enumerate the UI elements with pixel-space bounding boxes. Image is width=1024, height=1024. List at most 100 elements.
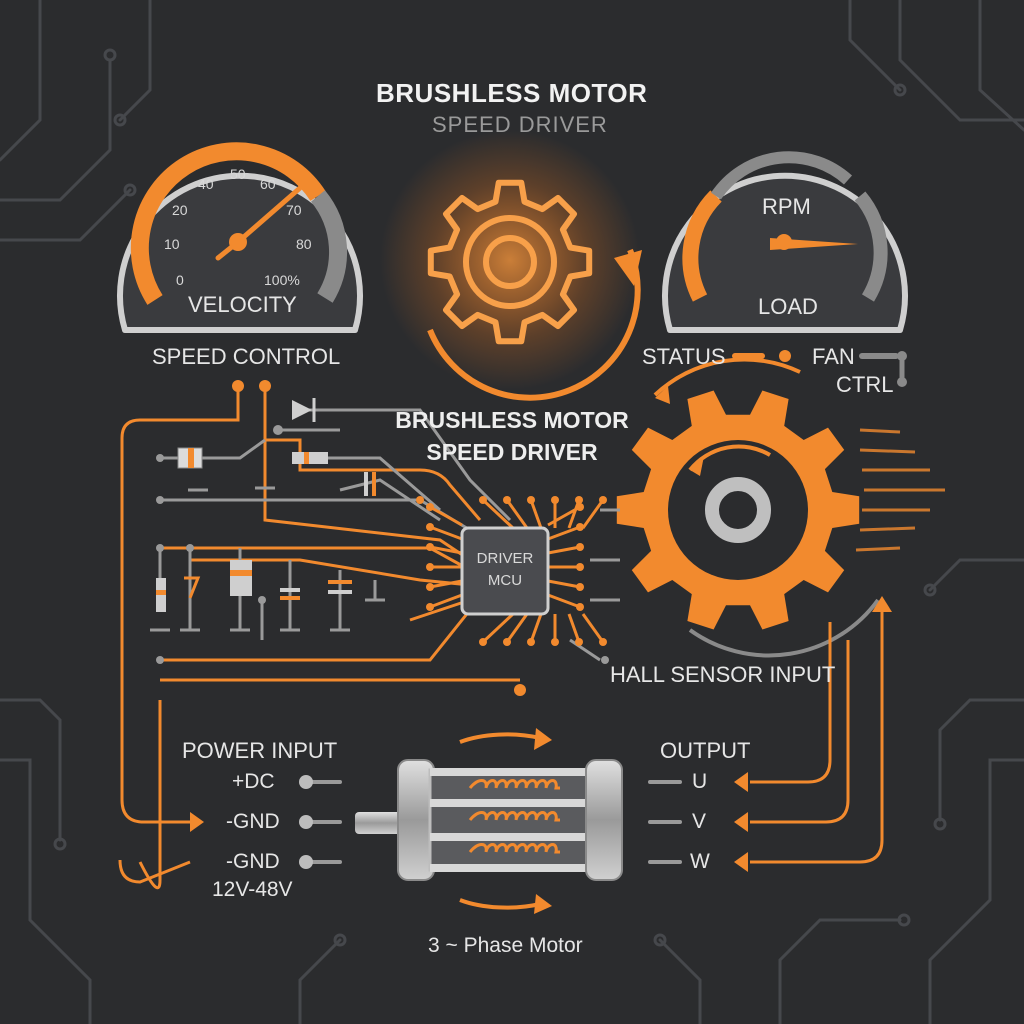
motor-gear-icon: [616, 357, 945, 658]
mcu-pin-pad: [576, 523, 584, 531]
power-pin-label: +DC: [232, 770, 275, 793]
status-indicators: [732, 350, 907, 387]
mcu-pin: [505, 613, 529, 643]
mcu-pin-pad: [426, 543, 434, 551]
needle-hub: [229, 233, 247, 251]
output-phase-label: W: [690, 850, 710, 873]
mcu-pin: [429, 579, 463, 589]
power-pin-label: -GND: [226, 850, 280, 873]
speed-control-label: SPEED CONTROL: [152, 344, 341, 369]
mcu-pin-pad: [503, 638, 511, 646]
three-phase-motor-icon: [355, 728, 623, 914]
motor-caption: 3 ~ Phase Motor: [428, 934, 583, 957]
mcu-pin-pad: [527, 638, 535, 646]
motor-coil: [468, 811, 560, 822]
mcu-pin: [429, 593, 463, 609]
mcu-pin: [481, 498, 515, 530]
mcu-pin: [429, 545, 463, 555]
mcu-pin-pad: [599, 496, 607, 504]
motor-coil: [468, 779, 560, 790]
mcu-pin: [581, 499, 605, 529]
mcu-pin-pad: [575, 638, 583, 646]
circuit-title: BRUSHLESS MOTOR SPEED DRIVER: [392, 404, 632, 468]
mcu-pin: [505, 499, 529, 529]
connector-dots: [299, 775, 313, 869]
needle-hub: [776, 234, 792, 250]
mcu-pin: [547, 525, 581, 541]
components: [150, 398, 385, 632]
gauge-tick: 10: [164, 236, 180, 252]
mcu-pin-pad: [426, 603, 434, 611]
mcu-label: DRIVER MCU: [462, 548, 548, 592]
mcu-pin-pad: [479, 496, 487, 504]
mcu-pin: [567, 499, 581, 529]
mcu-pin-pad: [551, 496, 559, 504]
velocity-label: VELOCITY: [188, 292, 297, 317]
gauge-tick: 20: [172, 202, 188, 218]
mcu-pin-pad: [599, 638, 607, 646]
mcu-pin: [529, 499, 543, 529]
ctrl-label: CTRL: [836, 372, 894, 397]
circuit-title-line2: SPEED DRIVER: [426, 439, 598, 465]
mcu-pin-pad: [575, 496, 583, 504]
gauge-tick: 50: [230, 166, 246, 182]
gauge-tick: 60: [260, 176, 276, 192]
voltage-label: 12V-48V: [212, 878, 293, 901]
output-phase-label: V: [692, 810, 707, 833]
gauge-tick: 40: [198, 176, 214, 192]
power-input-title: POWER INPUT: [182, 738, 338, 763]
mcu-pin: [429, 505, 463, 527]
trace-nodes: [232, 380, 526, 696]
output-phase-label: U: [692, 770, 708, 793]
mcu-pin-pad: [479, 638, 487, 646]
output-title: OUTPUT: [660, 738, 751, 763]
mcu-pin-pad: [527, 496, 535, 504]
page-subtitle: SPEED DRIVER: [432, 112, 608, 137]
power-pin-label: -GND: [226, 810, 280, 833]
mcu-pin: [547, 545, 581, 555]
glowing-gear-icon: [380, 130, 642, 401]
mcu-chip: [426, 496, 607, 646]
mcu-pin-pad: [426, 563, 434, 571]
mcu-pin: [547, 579, 581, 589]
gauge-tick: 0: [176, 272, 184, 288]
mcu-label-line1: DRIVER: [476, 550, 534, 567]
mcu-pin-pad: [426, 503, 434, 511]
hall-sensor-label: HALL SENSOR INPUT: [610, 662, 836, 687]
rotation-arrow-icon: [614, 250, 642, 286]
mcu-pin-pad: [576, 583, 584, 591]
arrow-heads: [190, 596, 892, 872]
connector-lines: [310, 780, 682, 864]
mcu-pin: [429, 525, 463, 541]
mcu-pin: [529, 613, 543, 643]
load-label: LOAD: [758, 294, 818, 319]
mcu-pin: [481, 612, 515, 644]
mcu-pin: [567, 613, 581, 643]
mcu-pin: [581, 613, 605, 643]
mcu-pin: [547, 593, 581, 609]
grey-nodes: [156, 425, 609, 664]
mcu-pin-pad: [426, 523, 434, 531]
mcu-label-line2: MCU: [487, 572, 523, 589]
gauge-tick: 70: [286, 202, 302, 218]
mcu-pin-pad: [426, 583, 434, 591]
mcu-pin-pad: [503, 496, 511, 504]
page-title: BRUSHLESS MOTOR: [376, 78, 648, 108]
mcu-pin-pad: [551, 638, 559, 646]
gauge-tick: 80: [296, 236, 312, 252]
mcu-pin-pad: [576, 603, 584, 611]
background-trace-pads: [53, 48, 947, 947]
gauge-tick: 100%: [264, 272, 300, 288]
velocity-gauge: [117, 142, 363, 333]
rpm-label: RPM: [762, 194, 811, 219]
circuit-title-line1: BRUSHLESS MOTOR: [395, 407, 629, 433]
motor-coil: [468, 843, 560, 854]
mcu-pin-pad: [576, 543, 584, 551]
fan-label: FAN: [812, 344, 855, 369]
status-label: STATUS: [642, 344, 726, 369]
rpm-gauge: [662, 151, 908, 333]
mcu-pin-pad: [576, 563, 584, 571]
